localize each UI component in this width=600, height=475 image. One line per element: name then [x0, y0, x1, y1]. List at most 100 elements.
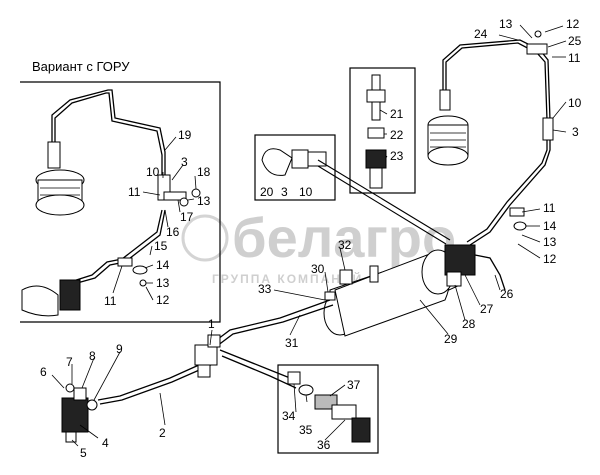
callout-labels: 24 13 12 25 11 10 3 11 14 13 12 21 22 23… [40, 17, 582, 460]
callout-2: 2 [159, 426, 166, 440]
bolt-12-top [534, 30, 542, 38]
lead-2 [159, 392, 166, 426]
lead-11-inset [142, 191, 161, 196]
inset-chamber-ribs [40, 187, 80, 196]
callout-12-inset: 12 [156, 293, 170, 307]
detail-box-34-37 [277, 364, 379, 454]
callout-20: 20 [260, 185, 274, 199]
lead-11-inset-low [112, 265, 123, 294]
callout-13-inset-low: 13 [156, 276, 170, 290]
callout-11-inset: 11 [128, 185, 141, 199]
part-23-body [369, 167, 383, 189]
tee-body [194, 344, 218, 366]
inset-chamber-bottom [35, 194, 85, 216]
pipe-upper-loop [442, 39, 551, 246]
lead-18 [194, 175, 197, 190]
chamber-bottom [427, 146, 469, 166]
pipe-2 [97, 359, 211, 401]
callout-7: 7 [66, 355, 73, 369]
callout-8: 8 [89, 349, 96, 363]
callout-11-inset-low: 11 [104, 294, 117, 308]
callout-21: 21 [390, 107, 404, 121]
inset-nut [179, 197, 189, 207]
leader-lines [51, 24, 567, 447]
part-22-ring [367, 127, 385, 139]
washer-14 [513, 221, 527, 231]
callout-36: 36 [317, 438, 331, 452]
part-23-threaded [365, 149, 387, 169]
callout-3-inset: 3 [181, 155, 188, 169]
brake-chamber [427, 89, 469, 166]
part-10-coupling [307, 151, 327, 167]
inset-nut-lower [139, 279, 147, 287]
callout-19: 19 [178, 128, 192, 142]
inset-valve [59, 279, 81, 311]
callout-26: 26 [500, 287, 514, 301]
detail-frame-21-23 [349, 67, 416, 194]
callout-35: 35 [299, 423, 313, 437]
part-36-fitting [331, 404, 357, 420]
inset-frame [20, 81, 221, 323]
pipe-2-b [99, 363, 214, 405]
callout-14-right: 14 [543, 219, 557, 233]
lead-28 [454, 284, 466, 321]
callout-12-right: 12 [543, 252, 557, 266]
callout-6: 6 [40, 365, 47, 379]
inset-bracket [117, 257, 133, 267]
lead-8 [81, 357, 95, 389]
lead-11-mid [521, 208, 541, 213]
callout-9: 9 [116, 342, 123, 356]
lead-3-right [552, 129, 567, 133]
clamp-30 [324, 291, 336, 301]
callout-13-right: 13 [543, 235, 557, 249]
callout-12-top: 12 [566, 17, 580, 31]
watermark-subtitle: ГРУППА КОМПАНИЙ [212, 271, 363, 286]
lead-15 [149, 245, 153, 256]
valve-top-8 [73, 387, 87, 401]
callout-10-right: 10 [568, 96, 582, 110]
inset-pipe-upper-b [54, 92, 163, 185]
lead-31 [289, 314, 301, 336]
part-3-nut [291, 149, 309, 169]
callout-30: 30 [311, 262, 325, 276]
valve-port [65, 431, 77, 443]
valve-block-27 [444, 244, 476, 276]
lead-6 [51, 374, 65, 389]
part-34-nut [287, 371, 301, 385]
lead-26 [494, 274, 501, 291]
bracket-11 [509, 207, 525, 217]
callout-13-top: 13 [499, 17, 513, 31]
callout-22: 22 [390, 128, 404, 142]
lead-9 [93, 351, 121, 401]
drain-valve-32 [339, 269, 353, 285]
part-20-elbow [261, 148, 293, 176]
nut-7 [65, 383, 75, 393]
lead-24 [498, 34, 519, 41]
tee-top [207, 334, 221, 348]
callout-34: 34 [282, 409, 296, 423]
callout-1: 1 [208, 317, 215, 331]
part-21-stem [371, 101, 381, 121]
watermark-logo-ring [181, 214, 229, 262]
lead-19 [164, 136, 177, 151]
callout-24: 24 [474, 27, 488, 41]
callout-29: 29 [444, 332, 458, 346]
callout-18: 18 [197, 165, 211, 179]
part-21-nut [366, 89, 386, 103]
inset-title: Вариант с ГОРУ [32, 59, 130, 74]
lead-27 [464, 274, 481, 306]
valve-assembly-4-5 [61, 383, 98, 443]
lead-4 [79, 424, 99, 439]
part-21-tip [371, 74, 381, 91]
lead-29 [419, 299, 449, 335]
callout-13-inset: 13 [197, 194, 211, 208]
lead-23 [385, 155, 388, 159]
lead-17 [177, 199, 181, 213]
callout-16: 16 [166, 225, 180, 239]
callout-28: 28 [462, 317, 476, 331]
lead-21 [379, 109, 388, 115]
part-36-end [351, 417, 371, 443]
inset-pipe-upper [51, 89, 166, 185]
callout-15: 15 [154, 239, 168, 253]
